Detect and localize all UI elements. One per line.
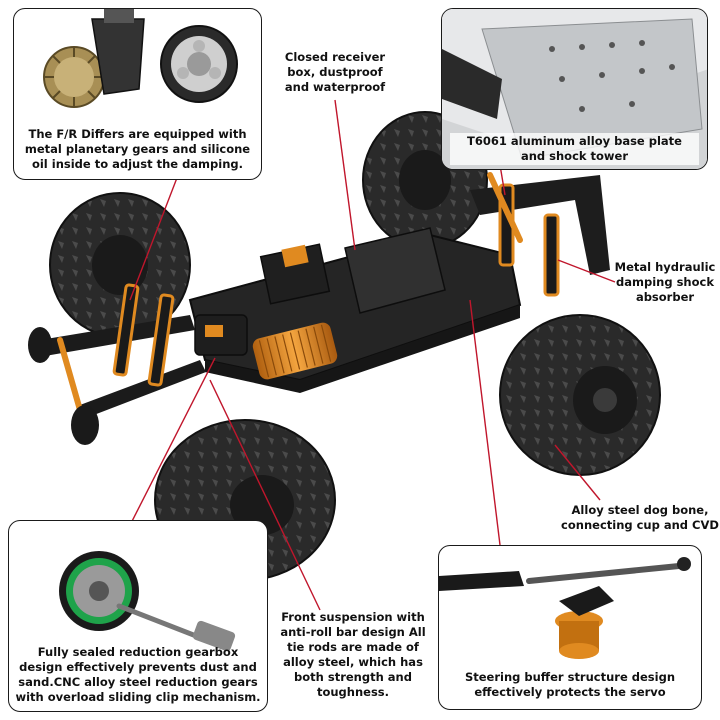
rear-shock-tower bbox=[470, 172, 610, 297]
differential-text: The F/R Differs are equipped with metal … bbox=[24, 127, 251, 171]
front-suspension bbox=[28, 283, 206, 445]
base-plate-text: T6061 aluminum alloy base plate and shoc… bbox=[450, 133, 699, 165]
chassis bbox=[188, 227, 522, 393]
differential-callout: The F/R Differs are equipped with metal … bbox=[13, 8, 262, 180]
reduction-gearbox-icon bbox=[59, 551, 236, 652]
steering-callout: Steering buffer structure design effecti… bbox=[438, 545, 702, 710]
steering-servo-saver-icon bbox=[439, 557, 691, 659]
steering-text: Steering buffer structure design effecti… bbox=[464, 670, 676, 699]
base-plate-callout: T6061 aluminum alloy base plate and shoc… bbox=[441, 8, 708, 170]
rear-left-wheel bbox=[499, 314, 661, 476]
front-left-wheel bbox=[49, 192, 191, 338]
front-suspension-label: Front suspension with anti-roll bar desi… bbox=[280, 610, 426, 699]
callout-pointers bbox=[124, 99, 616, 611]
motor-heatsink bbox=[252, 322, 338, 380]
dog-bone-label: Alloy steel dog bone, connecting cup and… bbox=[561, 503, 719, 532]
shock-absorber-label: Metal hydraulic damping shock absorber bbox=[614, 260, 716, 304]
gearbox-callout: Fully sealed reduction gearbox design ef… bbox=[8, 520, 268, 712]
receiver-box-label: Closed receiver box, dustproof and water… bbox=[284, 50, 386, 94]
differential-gear-icon bbox=[43, 9, 238, 108]
gearbox-text: Fully sealed reduction gearbox design ef… bbox=[15, 645, 261, 704]
